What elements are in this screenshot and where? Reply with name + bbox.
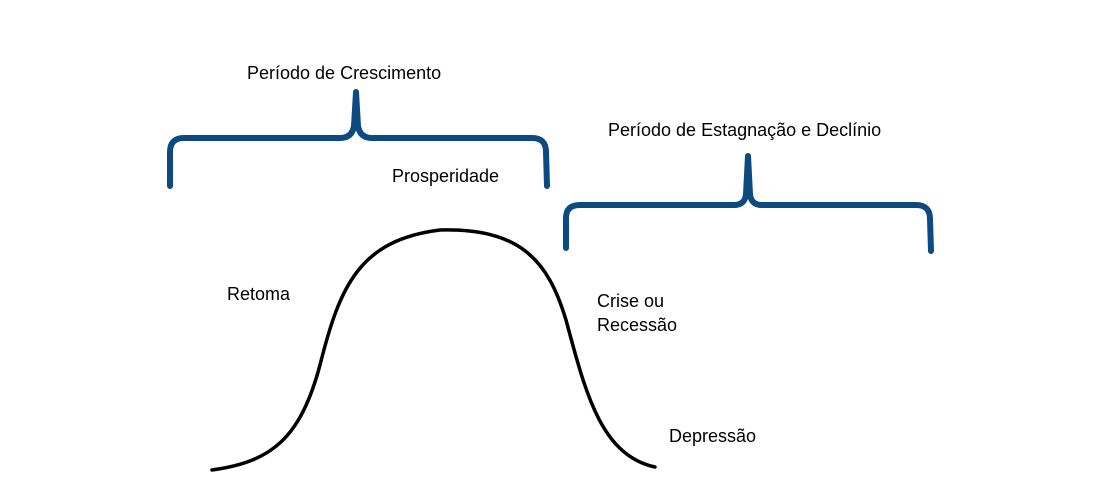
growth-period-brace xyxy=(167,89,550,189)
crisis-label-line2: Recessão xyxy=(597,315,678,335)
economic-cycle-curve xyxy=(210,228,657,472)
growth-period-label: Período de Crescimento xyxy=(247,63,442,83)
prosperity-label: Prosperidade xyxy=(392,166,500,186)
crisis-label: Crise ou Recessão xyxy=(597,289,677,337)
recovery-label: Retoma xyxy=(227,284,291,304)
stagnation-period-label: Período de Estagnação e Declínio xyxy=(608,120,882,140)
crisis-label-line1: Crise ou xyxy=(597,291,665,311)
depression-label: Depressão xyxy=(669,426,757,446)
stagnation-period-brace xyxy=(563,153,934,254)
